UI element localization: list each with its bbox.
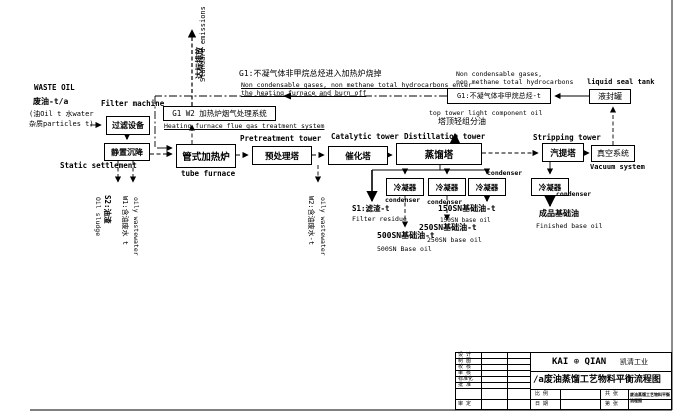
doc-number-cell: 废油蒸馏工艺物料平衡流程图 [630, 392, 670, 403]
static-settlement-box: 静置沉降 [104, 143, 150, 161]
condenser-4-label: condenser [556, 190, 592, 198]
pretreatment-tower-label: Pretreatment tower [240, 134, 322, 143]
titleblock-row-5: 标准化 [458, 376, 474, 382]
noncondensable-gas-en1: Non condensable gases, [456, 70, 543, 78]
condenser-1-box: 冷凝器 [386, 178, 424, 196]
distillation-tower-box: 蒸馏塔 [396, 143, 482, 165]
burn-note-en2: the heating furnace and burn off [241, 89, 367, 97]
product-150sn-cn: 150SN基础油-t [438, 204, 496, 213]
titleblock-row-2: 制 图 [458, 358, 472, 364]
waste-oil-label: WASTE OIL [34, 83, 75, 92]
product-500sn-cn: 500SN基础油-t [377, 231, 435, 240]
liquid-seal-tank-box: 液封罐 [589, 89, 631, 104]
date-label: 日 期 [535, 401, 549, 407]
condenser-3-box: 冷凝器 [468, 178, 506, 196]
tube-furnace-box: 管式加热炉 [176, 144, 236, 168]
company-name: KAI ⊕ QIAN [552, 358, 606, 367]
filter-residue-en: Filter residue [352, 215, 407, 223]
filter-residue-cn: S1:滤渣-t [352, 204, 390, 213]
condenser-1-label: condenser [385, 196, 421, 204]
company-logo-icon: ⊕ [573, 357, 580, 367]
catalytic-tower-box: 催化塔 [328, 146, 388, 165]
liquid-seal-tank-label: liquid seal tank [587, 78, 655, 86]
static-settlement-label: Static settlement [60, 161, 137, 170]
condenser-2-label: condenser [427, 198, 463, 206]
condenser-4-box: 冷凝器 [531, 178, 569, 196]
product-250sn-en: 250SN base oil [427, 236, 482, 244]
tube-furnace-label: tube furnace [181, 169, 236, 178]
titleblock-row-7: 审 定 [458, 401, 472, 407]
flue-gas-treatment-label: Heating furnace flue gas treatment syste… [164, 122, 325, 130]
vacuum-system-box: 真空系统 [591, 145, 635, 162]
distillation-tower-label: Distillation tower [404, 132, 486, 141]
page-label: 第 张 [605, 401, 619, 407]
waste-oil-cn-label: 废油-t/a [33, 97, 69, 106]
product-250sn-cn: 250SN基础油-t [419, 223, 477, 232]
finished-oil-cn: 成品基础油 [539, 209, 579, 218]
titleblock-row-6: 批 准 [458, 382, 472, 388]
filter-equipment-box: 过滤设备 [106, 116, 150, 135]
company-en1: KAI [552, 357, 569, 367]
drawing-title: /a废油蒸馏工艺物料平衡流程图 [533, 375, 661, 385]
flue-gas-treatment-box: G1 W2 加热炉烟气处理系统 [163, 106, 276, 121]
condenser-3-label: condenser [487, 169, 523, 177]
burn-note-cn: G1:不凝气体非甲烷总烃进入加热炉烧掉 [239, 69, 382, 78]
condenser-2-box: 冷凝器 [428, 178, 466, 196]
company-en2: QIAN [584, 357, 607, 367]
pretreatment-tower-box: 预处理塔 [252, 146, 312, 165]
finished-oil-en: Finished base oil [536, 222, 603, 230]
top-light-oil-cn: 塔顶轻组分油 [438, 117, 486, 126]
titleblock-row-3: 校 核 [458, 364, 472, 370]
stripping-tower-box: 汽提塔 [542, 143, 584, 162]
product-150sn-en: 150SN base oil [440, 217, 491, 224]
company-cn: 凯清工业 [620, 358, 648, 366]
catalytic-tower-label: Catalytic tower [331, 132, 399, 141]
top-light-oil-en: top tower light component oil [429, 109, 543, 117]
noncondensable-gas-box: G1:不凝气体非甲烷总烃-t [447, 88, 551, 104]
filter-machine-label: Filter machine [101, 99, 165, 108]
titleblock-row-1: 设 计 [458, 352, 472, 358]
vacuum-system-label: Vacuum system [590, 163, 645, 171]
noncondensable-gas-en2: non methane total hydrocarbons [456, 78, 574, 86]
product-500sn-en: 500SN Base oil [377, 245, 432, 253]
waste-oil-detail-2: 杂质particles t) [29, 120, 94, 128]
scale-label: 比 例 [535, 391, 549, 397]
sheets-label: 共 张 [605, 391, 619, 397]
stripping-tower-label: Stripping tower [533, 133, 601, 142]
titleblock-row-4: 审 核 [458, 370, 472, 376]
waste-oil-detail-1: (油Oil t 水water [29, 110, 94, 118]
burn-note-en1: Non condensable gases, non methane total… [241, 81, 472, 89]
